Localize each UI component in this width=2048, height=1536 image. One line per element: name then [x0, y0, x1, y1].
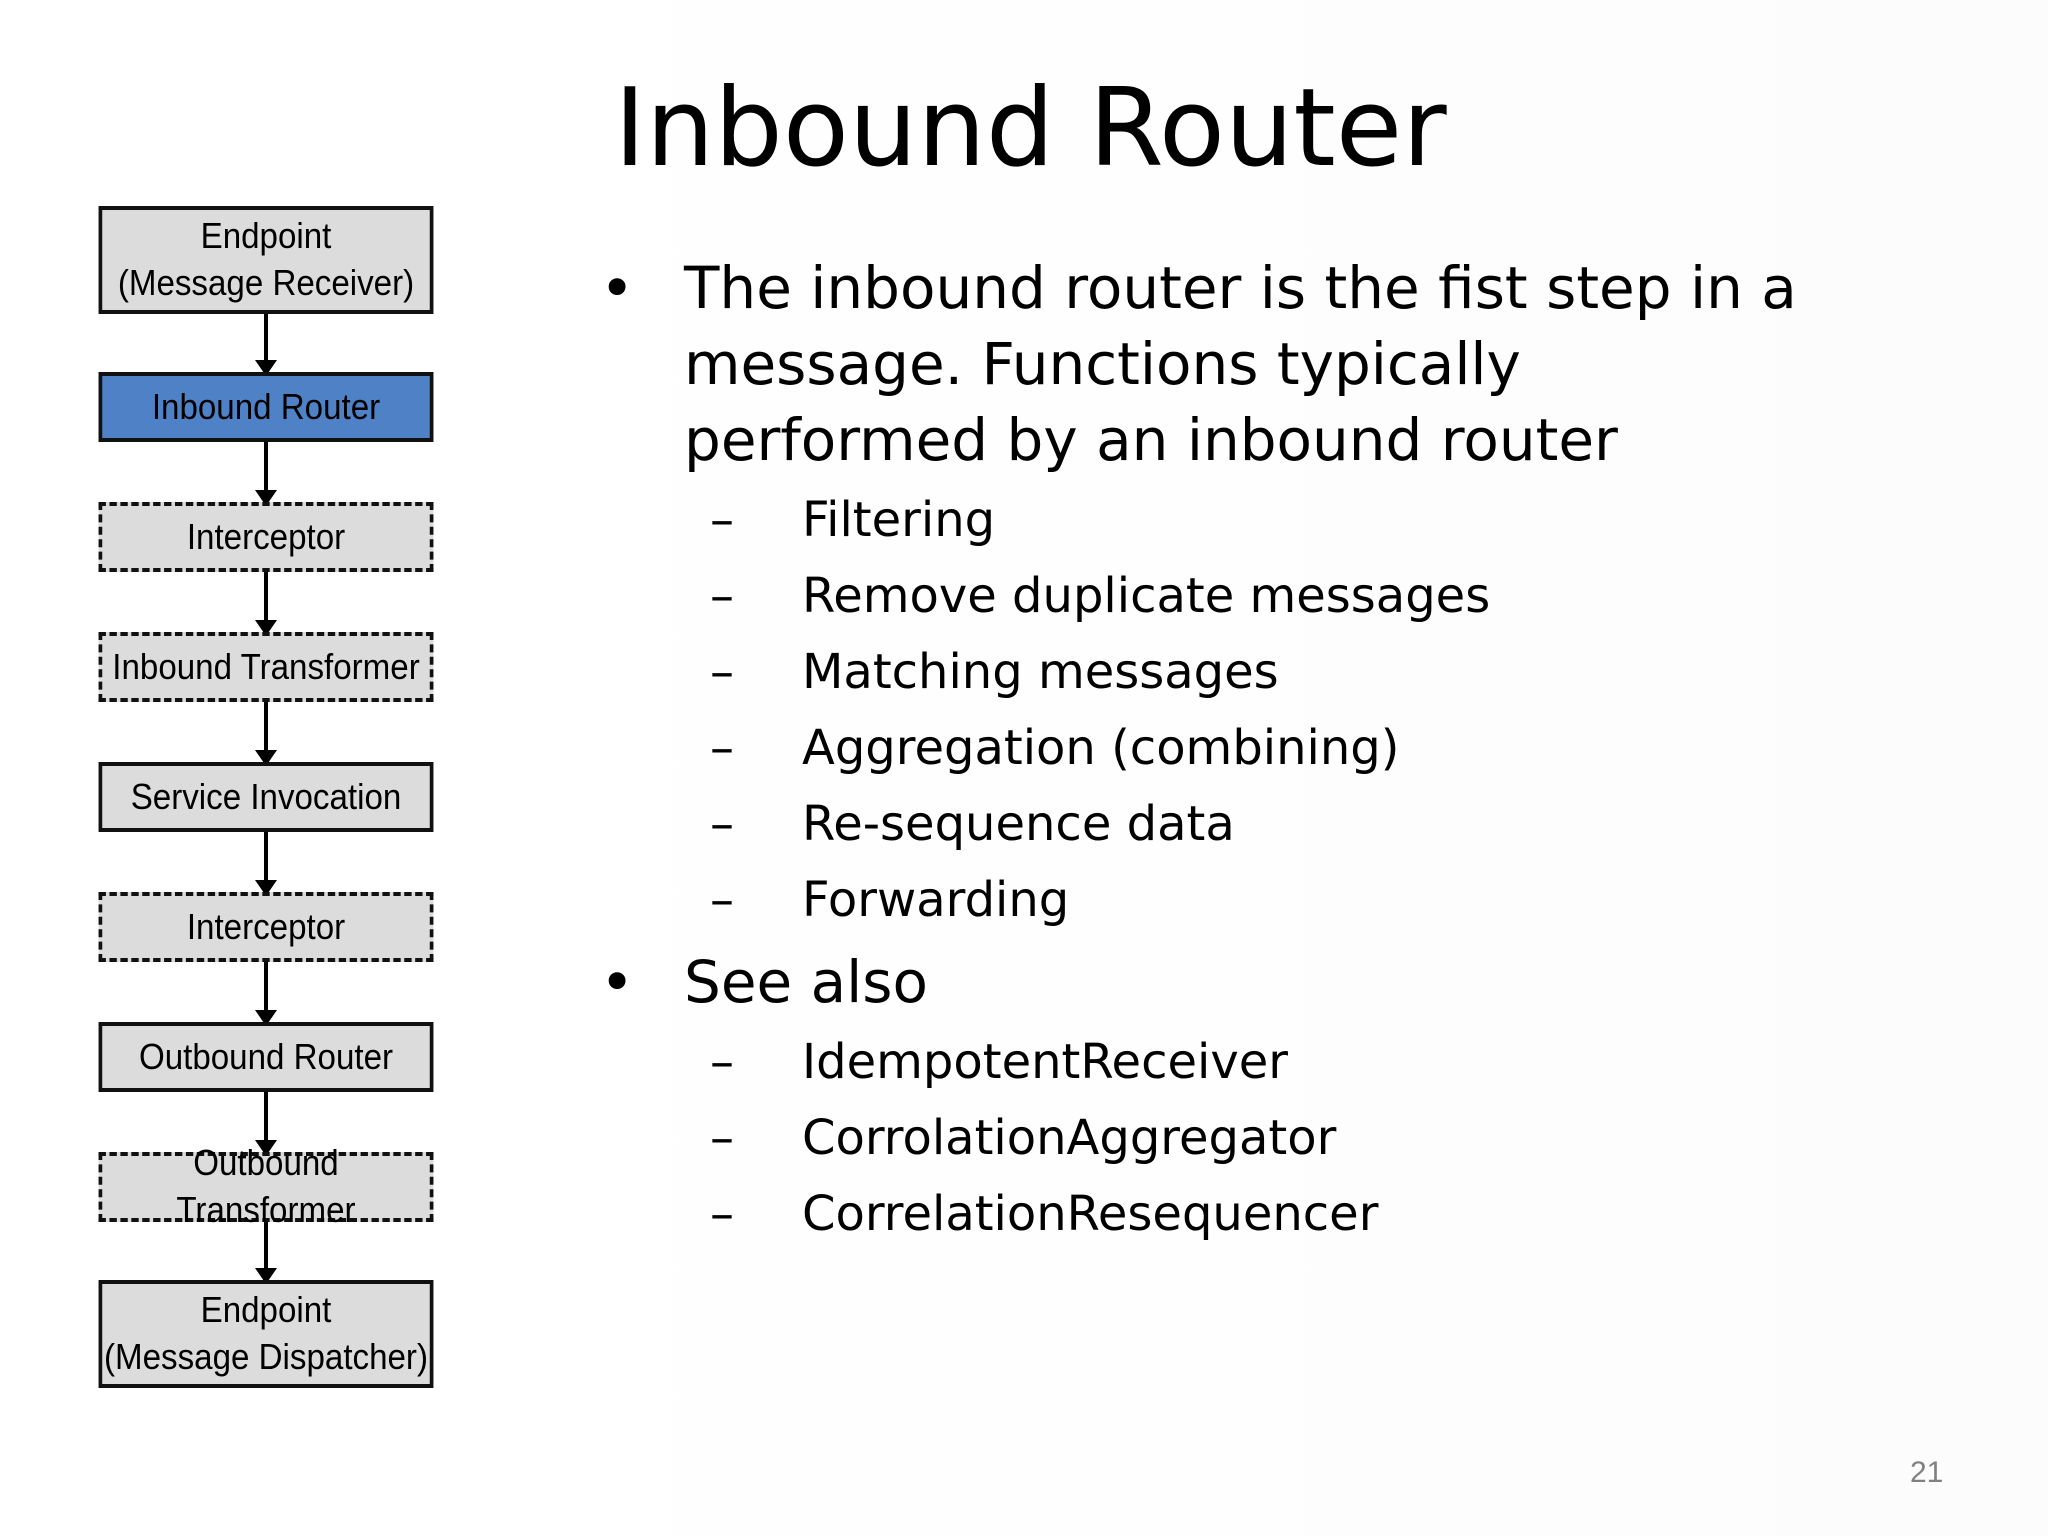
flow-arrow [255, 1222, 277, 1284]
outbound-router-label: Outbound Router [138, 1035, 394, 1077]
sub-list-item: – Re-sequence data [710, 786, 1900, 862]
endpoint-dispatcher-line1: Endpoint [200, 1289, 332, 1331]
sub-item-text: Forwarding [802, 872, 1070, 928]
dash-marker: – [710, 492, 734, 548]
sub-item-text: Matching messages [802, 644, 1279, 700]
dash-marker: – [710, 1110, 734, 1166]
sub-list: – IdempotentReceiver – CorrolationAggregat… [600, 1024, 1900, 1252]
flow-arrow [255, 572, 277, 636]
sub-item-text: Aggregation (combining) [802, 720, 1400, 776]
dash-marker: – [710, 796, 734, 852]
bullet-item: • See also [600, 944, 1900, 1020]
bullet-line: performed by an inbound router [684, 406, 1618, 474]
sub-list-item: – Forwarding [710, 862, 1900, 938]
flow-arrow [255, 832, 277, 896]
inbound-transformer-label: Inbound Transformer [112, 645, 420, 687]
page-number: 21 [1910, 1456, 1944, 1489]
sub-item-text: CorrelationResequencer [802, 1186, 1379, 1242]
bullet-marker: • [600, 948, 635, 1016]
flow-diagram: Endpoint (Message Receiver) Inbound Rout… [0, 0, 460, 1420]
sub-item-text: Re-sequence data [802, 796, 1235, 852]
interceptor-label: Interceptor [186, 905, 346, 947]
inbound-transformer-box: Inbound Transformer [98, 632, 434, 702]
sub-item-text: Filtering [802, 492, 996, 548]
endpoint-receiver-box: Endpoint (Message Receiver) [98, 206, 434, 314]
dash-marker: – [710, 644, 734, 700]
sub-list-item: – Remove duplicate messages [710, 558, 1900, 634]
sub-item-text: IdempotentReceiver [802, 1034, 1288, 1090]
inbound-router-box: Inbound Router [98, 372, 434, 442]
sub-list: – Filtering – Remove duplicate messages – M… [600, 482, 1900, 938]
sub-list-item: – Aggregation (combining) [710, 710, 1900, 786]
endpoint-receiver-line1: Endpoint [200, 215, 332, 257]
flow-arrow [255, 702, 277, 766]
interceptor-box: Interceptor [98, 892, 434, 962]
endpoint-dispatcher-line2: (Message Dispatcher) [104, 1336, 428, 1377]
dash-marker: – [710, 1186, 734, 1242]
dash-marker: – [710, 1034, 734, 1090]
dash-marker: – [710, 872, 734, 928]
dash-marker: – [710, 720, 734, 776]
slide-content: • The inbound router is the fist step in… [600, 250, 1900, 1252]
endpoint-receiver-line2: (Message Receiver) [117, 262, 415, 303]
flow-arrow [255, 962, 277, 1026]
service-invocation-box: Service Invocation [98, 762, 434, 832]
flow-arrow [255, 314, 277, 376]
sub-item-text: Remove duplicate messages [802, 568, 1491, 624]
sub-list-item: – CorrelationResequencer [710, 1176, 1900, 1252]
outbound-router-box: Outbound Router [98, 1022, 434, 1092]
sub-list-item: – Matching messages [710, 634, 1900, 710]
sub-list-item: – Filtering [710, 482, 1900, 558]
slide-background [452, 0, 2048, 1536]
sub-list-item: – IdempotentReceiver [710, 1024, 1900, 1100]
inbound-router-label: Inbound Router [151, 385, 381, 427]
sub-item-text: CorrolationAggregator [802, 1110, 1337, 1166]
endpoint-dispatcher-box: Endpoint (Message Dispatcher) [98, 1280, 434, 1388]
outbound-transformer-label: Outbound Transformer [176, 1142, 356, 1230]
sub-list-item: – CorrolationAggregator [710, 1100, 1900, 1176]
interceptor-label: Interceptor [186, 515, 346, 557]
service-invocation-label: Service Invocation [130, 775, 402, 817]
interceptor-box: Interceptor [98, 502, 434, 572]
outbound-transformer-box: Outbound Transformer [98, 1142, 434, 1230]
bullet-marker: • [600, 254, 635, 322]
slide-title: Inbound Router [614, 66, 1447, 191]
bullet-line: See also [684, 948, 928, 1016]
bullet-item: • The inbound router is the fist step in… [600, 250, 1900, 478]
bullet-line: message. Functions typically [684, 330, 1521, 398]
flow-arrow [255, 442, 277, 506]
dash-marker: – [710, 568, 734, 624]
bullet-line: The inbound router is the fist step in a [684, 254, 1797, 322]
